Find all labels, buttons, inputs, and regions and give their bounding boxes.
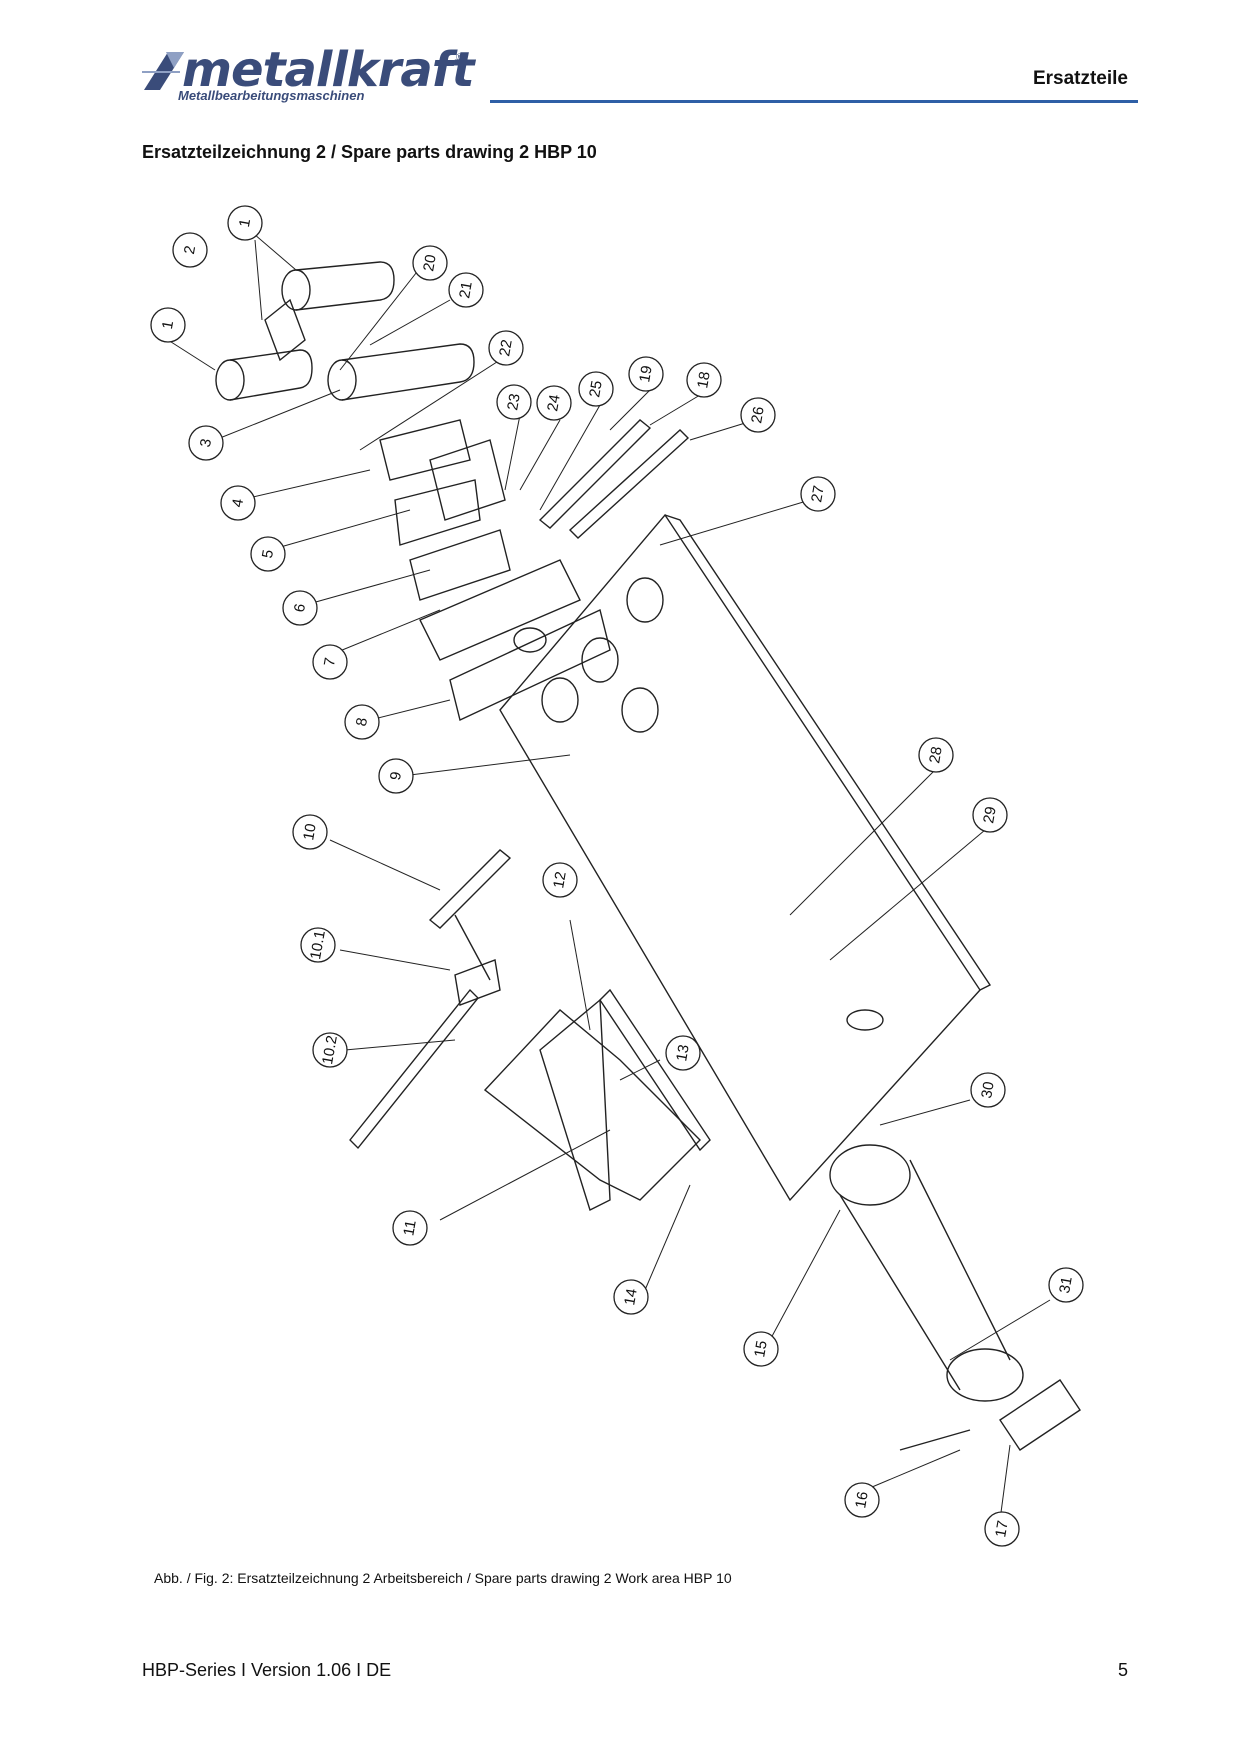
logo-subtitle: Metallbearbeitungsmaschinen — [178, 88, 365, 103]
callout-label: 29 — [980, 805, 1000, 824]
main-cylinder-part — [829, 1144, 1081, 1451]
callout-label: 26 — [748, 405, 768, 424]
callout-label: 11 — [400, 1219, 419, 1237]
callout-label: 10 — [300, 822, 320, 841]
cylinder-part — [215, 261, 475, 401]
section-title: Ersatzteile — [1032, 68, 1128, 89]
main-plate — [499, 513, 992, 1202]
callout-circles — [150, 205, 1084, 1547]
callout-label: 14 — [621, 1287, 641, 1306]
callout-label: 7 — [321, 656, 339, 667]
callout-label: 22 — [496, 338, 516, 357]
footer-version: HBP-Series I Version 1.06 I DE — [142, 1660, 392, 1680]
slide-block-parts — [379, 419, 611, 721]
callout-label: 27 — [808, 484, 828, 503]
rail-parts — [538, 419, 690, 539]
callout-label: 4 — [229, 497, 247, 508]
header-divider — [490, 100, 1138, 103]
callout-label: 9 — [387, 770, 405, 781]
callout-label: 13 — [673, 1043, 693, 1062]
callout-label: 20 — [420, 253, 440, 272]
callout-label: 8 — [353, 716, 371, 727]
callout-label: 24 — [544, 393, 564, 412]
callout-leaders — [167, 221, 1051, 1521]
page-number: 5 — [1117, 1660, 1128, 1680]
callout-label: 30 — [978, 1080, 998, 1099]
callout-label: 28 — [926, 745, 946, 764]
drawing-title: Ersatzteilzeichnung 2 / Spare parts draw… — [142, 142, 597, 162]
figure-caption: Abb. / Fig. 2: Ersatzteilzeichnung 2 Arb… — [154, 1570, 732, 1586]
callout-label: 25 — [586, 379, 606, 398]
logo-registered-mark: ® — [456, 52, 463, 62]
callout-label: 16 — [852, 1490, 872, 1509]
callout-label: 5 — [259, 548, 277, 559]
callout-label: 19 — [636, 364, 656, 383]
callout-label: 10.1 — [307, 929, 329, 961]
callout-label: 1 — [159, 319, 177, 330]
callout-label: 3 — [197, 437, 215, 448]
callout-label: 18 — [694, 370, 714, 389]
metallkraft-logo: metallkraft ® Metallbearbeitungsmaschine… — [140, 42, 475, 108]
callout-label: 1 — [236, 217, 254, 228]
callout-label: 31 — [1056, 1275, 1076, 1294]
callout-label: 2 — [181, 244, 199, 255]
callout-label: 23 — [504, 392, 524, 411]
callout-label: 12 — [550, 870, 570, 889]
callout-label: 17 — [992, 1519, 1012, 1538]
logo-mark-icon — [142, 52, 184, 90]
callout-label: 10.2 — [319, 1034, 341, 1066]
guide-rod-part — [349, 849, 512, 1150]
bracket-part — [483, 988, 711, 1211]
callout-label: 15 — [751, 1339, 771, 1358]
logo-wordmark: metallkraft — [182, 42, 475, 98]
callout-label: 21 — [456, 280, 476, 299]
callout-label: 6 — [291, 602, 309, 613]
